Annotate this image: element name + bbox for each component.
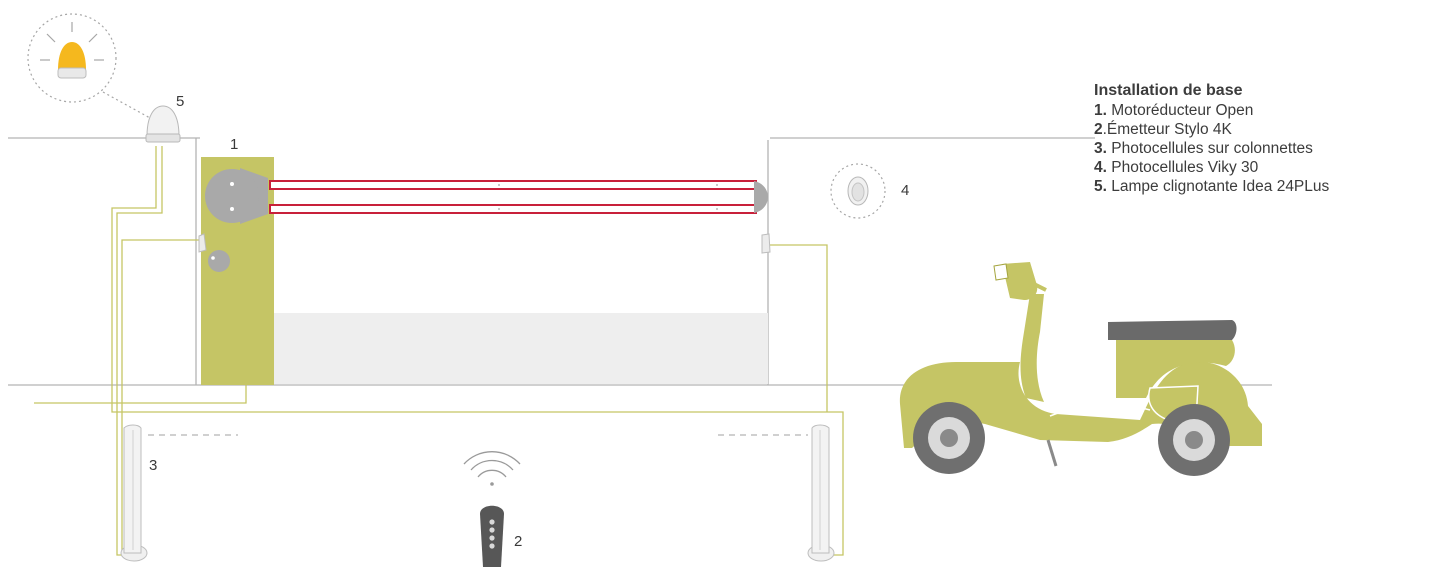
wireless-signal-icon	[463, 451, 521, 486]
remote-control-icon	[480, 505, 504, 567]
legend-item-number: 2	[1094, 121, 1103, 138]
legend: Installation de base 1. Motoréducteur Op…	[1094, 80, 1454, 196]
legend-item: 2.Émetteur Stylo 4K	[1094, 120, 1454, 139]
callout-column-number: 3	[149, 457, 158, 474]
legend-item-number: 3.	[1094, 140, 1107, 157]
callout-lamp-number: 5	[176, 93, 185, 110]
driveway-zone	[202, 313, 768, 384]
legend-item: 3. Photocellules sur colonnettes	[1094, 139, 1454, 158]
legend-item-text: .Émetteur Stylo 4K	[1102, 121, 1232, 138]
callout-remote-number: 2	[514, 533, 523, 550]
legend-item: 1. Motoréducteur Open	[1094, 101, 1454, 120]
motor-unit-icon	[198, 157, 274, 385]
legend-item: 5. Lampe clignotante Idea 24PLus	[1094, 177, 1454, 196]
legend-item-text: Lampe clignotante Idea 24PLus	[1106, 178, 1330, 195]
barrier-arm-icon	[269, 180, 771, 254]
column-photocell-icon	[120, 424, 835, 562]
photocell-icon	[830, 163, 886, 219]
legend-item-number: 5.	[1094, 178, 1107, 195]
callout-photocell-number: 4	[901, 182, 910, 199]
legend-title: Installation de base	[1094, 82, 1243, 99]
flashing-lamp-icon	[27, 13, 181, 143]
legend-item-text: Photocellules Viky 30	[1106, 159, 1259, 176]
legend-item-text: Motoréducteur Open	[1106, 102, 1254, 119]
wiring	[34, 146, 844, 556]
legend-item-number: 4.	[1094, 159, 1107, 176]
legend-item-number: 1.	[1094, 102, 1107, 119]
callout-motor-number: 1	[230, 136, 239, 153]
legend-item: 4. Photocellules Viky 30	[1094, 158, 1454, 177]
legend-item-text: Photocellules sur colonnettes	[1106, 140, 1313, 157]
scooter-icon	[899, 262, 1262, 476]
